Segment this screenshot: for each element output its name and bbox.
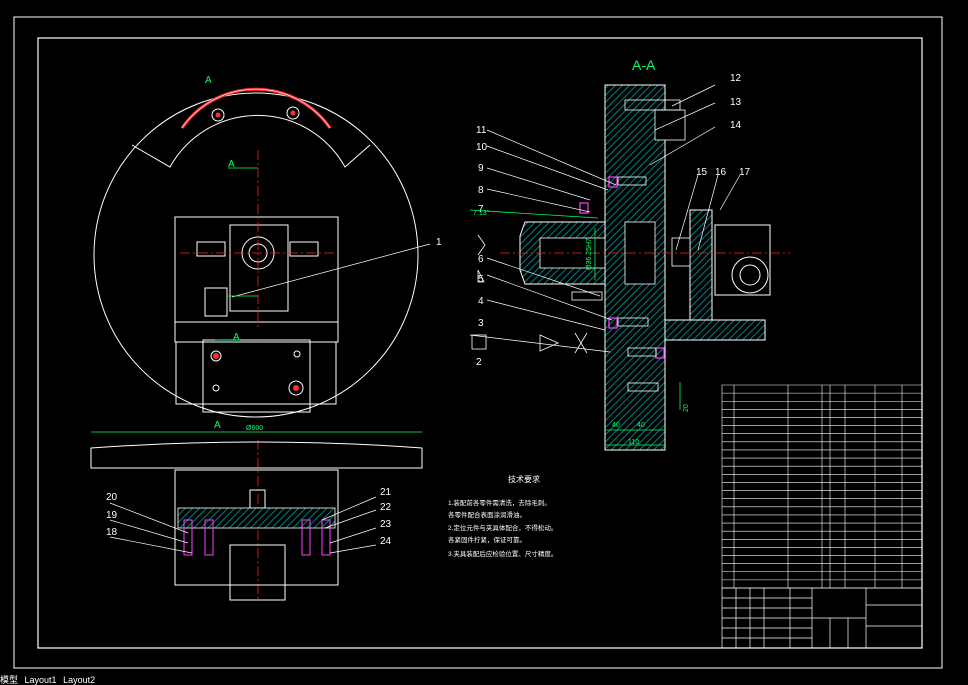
- datum-symbols: [471, 234, 588, 354]
- dimension-lines: [91, 167, 681, 446]
- title-block: [721, 587, 923, 649]
- section-view: [519, 84, 771, 451]
- technical-notes: 技术要求 1.装配前各零件需清洗，去除毛刺。 各零件配合表面涂润滑油。 2.定位…: [448, 474, 557, 558]
- part-number: 6: [478, 254, 484, 265]
- tech-note-line: 各零件配合表面涂润滑油。: [448, 510, 526, 519]
- part-number: 16: [715, 167, 727, 178]
- part-number-labels: 1 2 3 4 5 6 7 8 9 10 11 12 13 14 15 16 1…: [106, 73, 751, 547]
- dimension-labels: Ø36.25H7 7.13° 40 40 110 20 Ø600: [246, 209, 690, 446]
- drawing-frame: [13, 16, 943, 669]
- dimension-bore: Ø36.25H7: [586, 238, 593, 270]
- part-number: 2: [476, 357, 482, 368]
- part-number: 3: [478, 318, 484, 329]
- tech-notes-title: 技术要求: [508, 474, 540, 484]
- part-number: 15: [696, 167, 708, 178]
- part-number: 24: [380, 536, 392, 547]
- section-marker: A: [205, 75, 212, 86]
- bottom-view-hatch: [177, 507, 336, 529]
- tab-model[interactable]: 模型: [0, 675, 19, 685]
- tech-note-line: 3.夹具装配后应检验位置、尺寸精度。: [448, 549, 557, 558]
- part-number: 1: [436, 237, 442, 248]
- section-bolts: [579, 176, 665, 359]
- tech-note-line: 1.装配前各零件需清洗，去除毛刺。: [448, 498, 551, 507]
- part-number: 18: [106, 527, 118, 538]
- part-number: 22: [380, 502, 392, 513]
- tech-note-line: 2.定位元件与夹具体配合，不得松动。: [448, 523, 557, 532]
- part-number: 12: [730, 73, 742, 84]
- section-fasteners: [571, 99, 681, 392]
- dimension-width-b: 40: [637, 422, 645, 429]
- part-number: 11: [476, 125, 487, 136]
- tab-layout1[interactable]: Layout1: [24, 675, 57, 685]
- part-number: 13: [730, 97, 742, 108]
- layout-tabs: 模型 Layout1 Layout2: [0, 676, 99, 685]
- part-number: 7: [478, 204, 484, 215]
- bom-table: [721, 384, 923, 589]
- section-marker: A: [228, 159, 235, 170]
- dimension-diameter-top: Ø600: [246, 425, 263, 432]
- part-number: 17: [739, 167, 751, 178]
- part-number: 8: [478, 185, 484, 196]
- part-number: 4: [478, 296, 484, 307]
- bottom-view: [90, 441, 423, 601]
- dimension-angle: 7.13°: [473, 209, 490, 217]
- tab-layout2[interactable]: Layout2: [63, 675, 96, 685]
- dimension-width-total: 110: [628, 439, 639, 446]
- part-number: 14: [730, 120, 742, 131]
- part-number: 20: [106, 492, 118, 503]
- part-number: 23: [380, 519, 392, 530]
- dimension-width-a: 40: [612, 422, 620, 429]
- section-title: A-A: [632, 57, 656, 73]
- part-number: 9: [478, 163, 484, 174]
- front-view-red-accents: [213, 110, 299, 391]
- dimension-offset: 20: [683, 404, 690, 412]
- part-number: 21: [380, 487, 392, 498]
- part-number: 5: [478, 274, 484, 285]
- section-marker: A: [233, 332, 240, 343]
- part-number: 10: [476, 142, 488, 153]
- part-number: 19: [106, 510, 118, 521]
- tech-note-line: 各紧固件拧紧，保证可靠。: [448, 535, 526, 544]
- section-marker: A: [214, 420, 221, 431]
- bottom-view-bolts: [183, 519, 331, 556]
